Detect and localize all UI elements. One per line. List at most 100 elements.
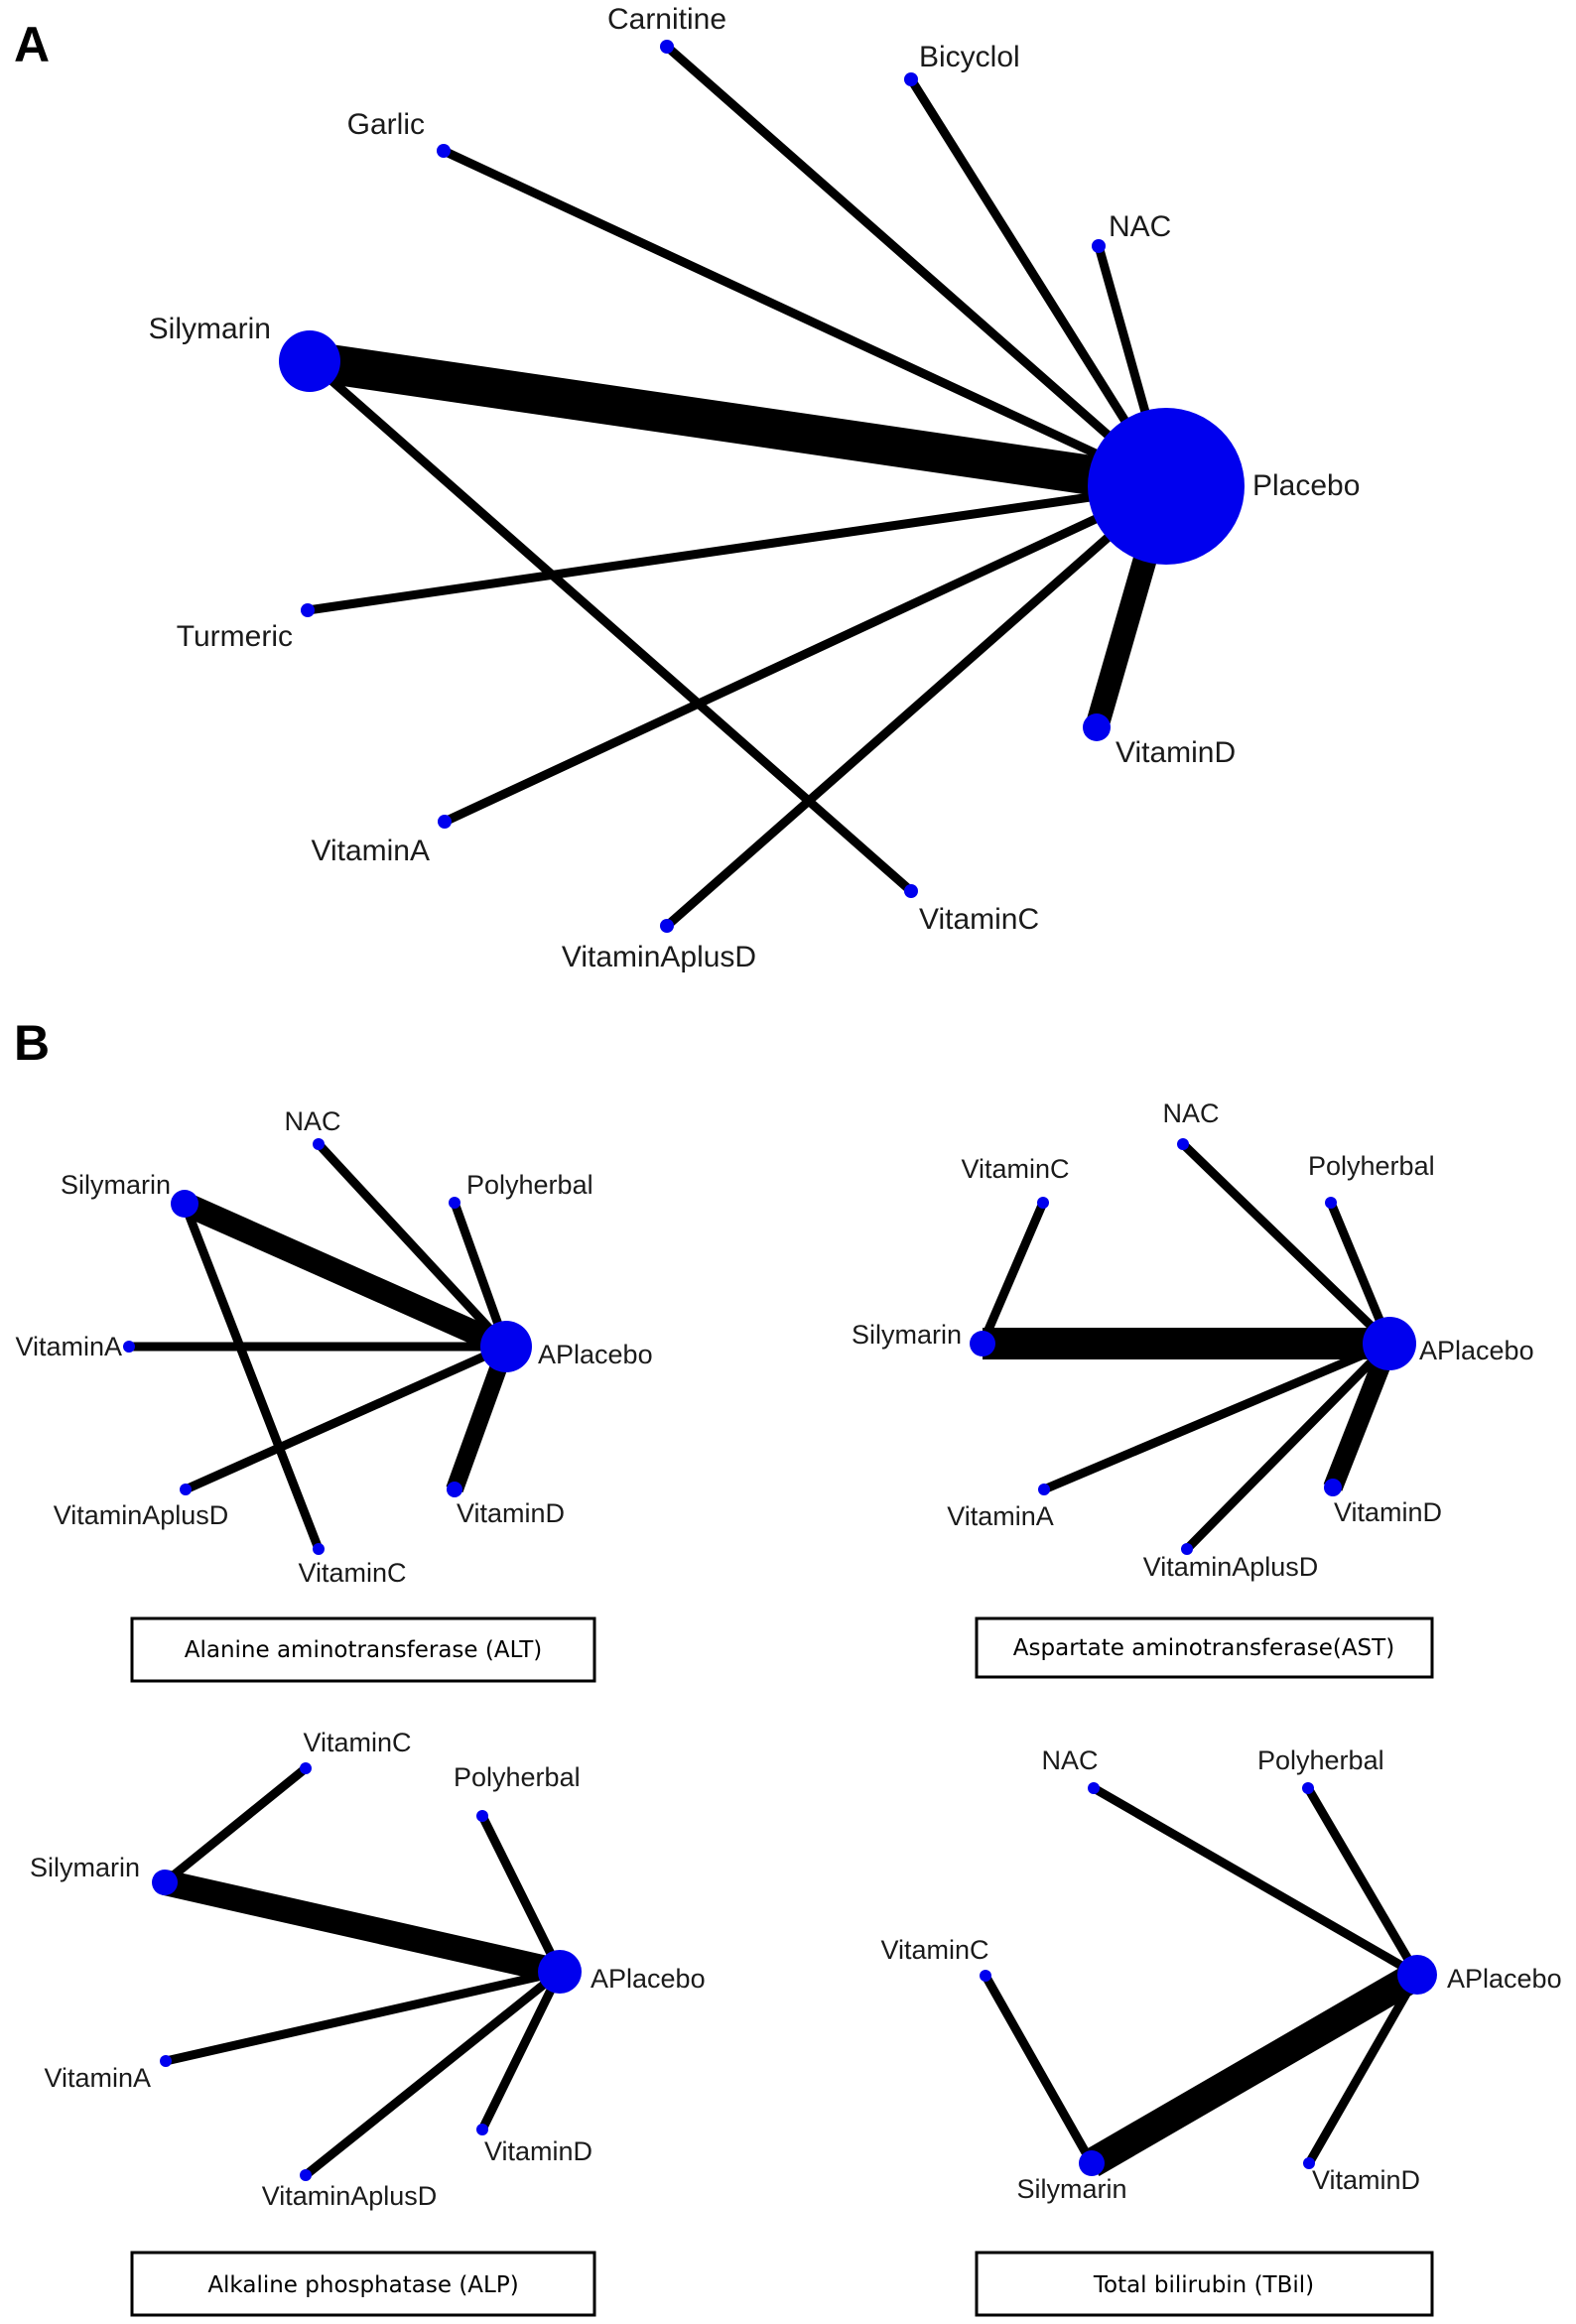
node-tbil-nac (1088, 1782, 1100, 1794)
node-alp-vitamina (160, 2055, 172, 2067)
node-vitaminaplusd (660, 919, 674, 933)
edge-alt-silymarin-vitaminc (180, 1202, 324, 1551)
edge-alp-polyherbal-aplacebo (477, 1813, 565, 1975)
label-alp-vitamina: VitaminA (44, 2063, 151, 2093)
edge-tbil-vitaminc-silymarin (982, 1973, 1096, 2166)
node-alt-vitaminaplusd (180, 1484, 192, 1495)
tbil-nodes (980, 1782, 1437, 2176)
label-ast-vitaminaplusd: VitaminAplusD (1143, 1552, 1319, 1582)
node-tbil-vitaminc (980, 1970, 991, 1982)
label-nac: NAC (1109, 210, 1171, 243)
alt-labels: NAC Silymarin Polyherbal VitaminA APlace… (15, 1106, 652, 1588)
panel-a-nodes (279, 40, 1245, 933)
label-turmeric: Turmeric (177, 620, 293, 653)
edge-silymarin-placebo (307, 341, 1169, 506)
label-silymarin: Silymarin (149, 313, 271, 345)
panel-b: B NAC (14, 1015, 1562, 2317)
label-ast-vitamina: VitaminA (947, 1501, 1054, 1531)
label-alt-vitamind: VitaminD (457, 1498, 565, 1528)
label-placebo: Placebo (1252, 469, 1360, 502)
label-alt-aplacebo: APlacebo (538, 1340, 653, 1369)
edge-alt-silymarin-aplacebo (180, 1193, 511, 1357)
subnetwork-alp: VitaminC Polyherbal Silymarin APlacebo V… (30, 1728, 706, 2317)
node-tbil-silymarin (1079, 2150, 1105, 2176)
panel-a: A Ca (14, 3, 1360, 973)
node-alp-aplacebo (538, 1950, 582, 1994)
ast-edges (978, 1140, 1399, 1553)
label-tbil-vitaminc: VitaminC (880, 1935, 988, 1965)
node-ast-vitaminaplusd (1181, 1543, 1193, 1555)
tbil-labels: NAC Polyherbal VitaminC APlacebo Silymar… (880, 1745, 1561, 2204)
label-alp-polyherbal: Polyherbal (454, 1762, 581, 1792)
label-alt-nac: NAC (284, 1106, 340, 1136)
edge-carnitine-placebo (664, 43, 1169, 490)
alp-caption-box (130, 2251, 596, 2317)
node-ast-aplacebo (1363, 1317, 1416, 1370)
label-alp-silymarin: Silymarin (30, 1853, 140, 1882)
node-carnitine (660, 40, 674, 54)
label-garlic: Garlic (347, 108, 425, 141)
node-placebo (1088, 408, 1245, 565)
node-vitaminc (904, 884, 918, 898)
panel-b-letter: B (14, 1015, 50, 1071)
node-ast-silymarin (970, 1331, 995, 1356)
node-alt-vitamind (447, 1482, 462, 1497)
edge-alp-vitamina-aplacebo (165, 1967, 561, 2066)
label-carnitine: Carnitine (607, 3, 726, 36)
node-nac (1092, 239, 1106, 253)
edge-alp-silymarin-aplacebo (162, 1870, 563, 1985)
node-alt-aplacebo (480, 1321, 532, 1372)
label-vitamind: VitaminD (1116, 736, 1236, 769)
alt-caption: Alanine aminotransferase (ALT) (185, 1637, 543, 1663)
label-tbil-polyherbal: Polyherbal (1257, 1745, 1384, 1775)
node-alp-vitaminaplusd (300, 2169, 312, 2181)
alp-edges (162, 1764, 565, 2179)
alt-nodes (123, 1138, 532, 1555)
label-alt-vitaminc: VitaminC (298, 1558, 406, 1588)
node-alt-nac (313, 1138, 325, 1150)
label-alt-polyherbal: Polyherbal (466, 1170, 593, 1200)
label-bicyclol: Bicyclol (919, 41, 1020, 73)
node-turmeric (301, 603, 315, 617)
label-alp-aplacebo: APlacebo (591, 1964, 706, 1994)
label-ast-silymarin: Silymarin (852, 1320, 962, 1350)
label-vitaminc: VitaminC (919, 903, 1039, 936)
edge-alt-nac-aplacebo (315, 1140, 510, 1351)
node-ast-vitaminc (1037, 1197, 1049, 1209)
node-vitamind (1083, 713, 1111, 741)
edge-ast-vitaminaplusd-aplacebo (1183, 1340, 1393, 1553)
edge-bicyclol-placebo (907, 76, 1170, 489)
alt-caption-box (130, 1616, 596, 1683)
node-bicyclol (904, 72, 918, 86)
edge-tbil-silymarin-aplacebo (1084, 1962, 1425, 2176)
edge-alp-vitamind-aplacebo (477, 1970, 565, 2131)
edge-tbil-nac-aplacebo (1091, 1784, 1420, 1979)
tbil-caption: Total bilirubin (TBil) (1093, 2272, 1314, 2298)
edge-ast-vitamina-aplacebo (1042, 1339, 1391, 1494)
ast-labels: NAC VitaminC Polyherbal Silymarin APlace… (852, 1098, 1534, 1582)
ast-caption: Aspartate aminotransferase(AST) (1013, 1635, 1394, 1661)
label-alp-vitamind: VitaminD (484, 2136, 592, 2166)
tbil-edges (982, 1784, 1425, 2176)
edge-tbil-polyherbal-aplacebo (1304, 1785, 1421, 1978)
panel-a-labels: Carnitine Bicyclol Garlic NAC Silymarin … (149, 3, 1361, 973)
node-alp-polyherbal (476, 1810, 488, 1822)
node-ast-vitamina (1038, 1484, 1050, 1495)
label-ast-polyherbal: Polyherbal (1308, 1151, 1435, 1181)
label-tbil-nac: NAC (1041, 1745, 1098, 1775)
label-ast-nac: NAC (1162, 1098, 1219, 1128)
node-alp-silymarin (152, 1870, 178, 1895)
ast-caption-box (975, 1616, 1434, 1679)
label-alt-vitaminaplusd: VitaminAplusD (54, 1500, 229, 1530)
node-ast-nac (1177, 1138, 1189, 1150)
label-ast-vitaminc: VitaminC (961, 1154, 1069, 1184)
edge-vitaminaplusd-placebo (664, 482, 1169, 930)
node-alt-vitaminc (313, 1543, 325, 1555)
edge-ast-nac-aplacebo (1179, 1140, 1393, 1348)
node-tbil-vitamind (1303, 2157, 1315, 2169)
label-tbil-aplacebo: APlacebo (1447, 1964, 1562, 1994)
node-tbil-aplacebo (1397, 1955, 1437, 1995)
label-ast-aplacebo: APlacebo (1419, 1336, 1534, 1365)
edge-tbil-vitamind-aplacebo (1305, 1972, 1421, 2166)
